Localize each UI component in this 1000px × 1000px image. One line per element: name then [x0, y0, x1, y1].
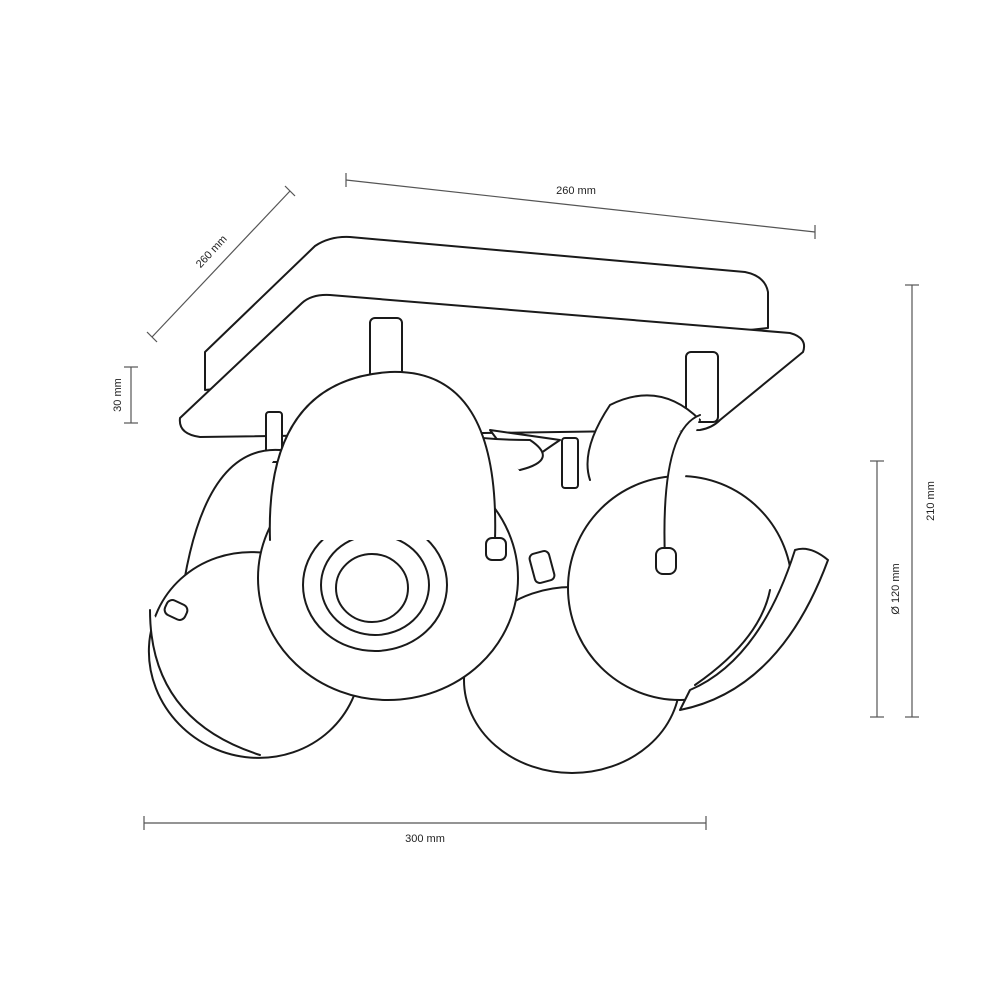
total-width-label: 300 mm: [405, 833, 445, 845]
base-height-label: 30 mm: [112, 378, 124, 412]
spotlight-front-left: [257, 317, 544, 701]
depth-label: 260 mm: [194, 233, 230, 270]
dimension-head-diameter: Ø 120 mm: [870, 460, 902, 718]
spotlight-back-left: [147, 411, 363, 759]
dimension-total-width: 300 mm: [143, 816, 707, 845]
dimension-top-width: 260 mm: [345, 173, 816, 239]
top-width-label: 260 mm: [556, 185, 596, 197]
total-height-label: 210 mm: [925, 481, 937, 521]
head-diameter-label: Ø 120 mm: [890, 563, 902, 614]
dimension-total-height: 210 mm: [905, 284, 937, 718]
dimension-base-height: 30 mm: [112, 366, 138, 424]
spotlight-front-right: [567, 351, 829, 711]
